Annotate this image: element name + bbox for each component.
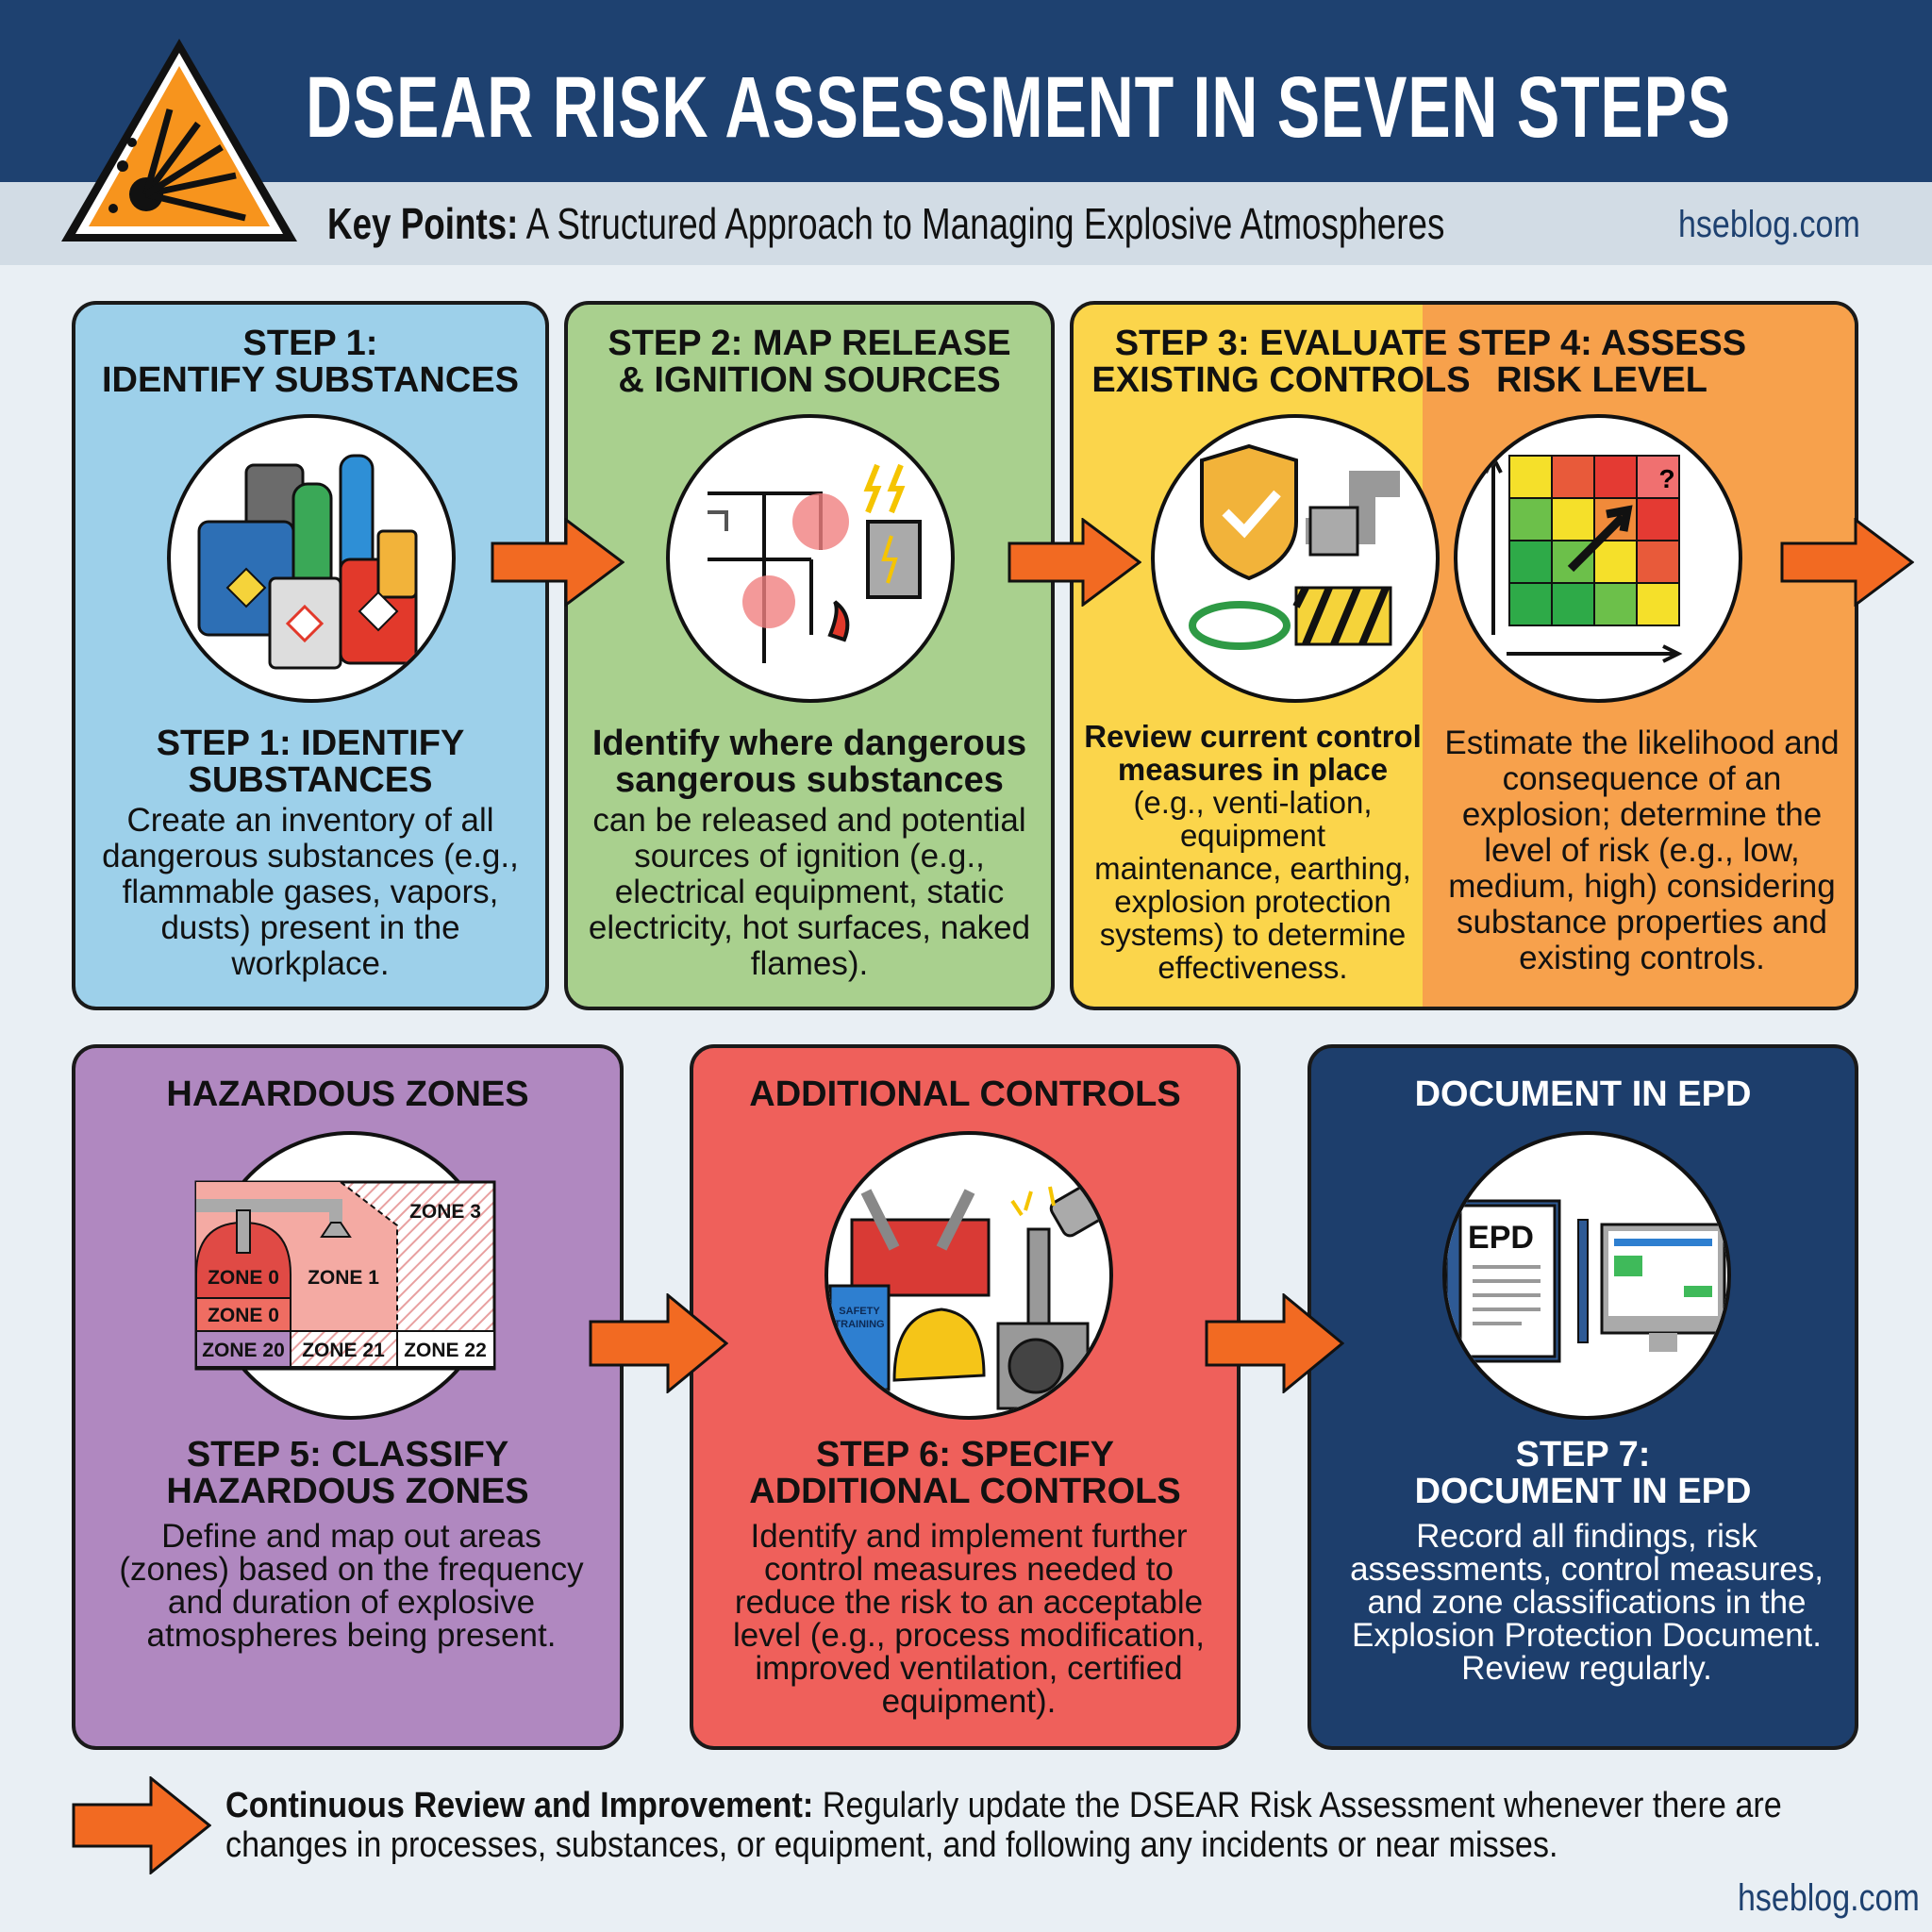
book-label: SAFETY [839, 1306, 880, 1317]
risk-cell [1508, 455, 1553, 499]
key-points-label: Key Points: [327, 199, 519, 248]
step-1-card: STEP 1:IDENTIFY SUBSTANCES STEP 1: IDENT… [72, 301, 549, 1010]
trend-arrow-icon [1567, 505, 1633, 573]
floor-plan-ignition-icon [666, 414, 955, 703]
risk-matrix: ? [1484, 453, 1683, 663]
step-5-description: Define and map out areas (zones) based o… [119, 1518, 584, 1654]
step-4-description: Estimate the likelihood and consequence … [1444, 724, 1840, 976]
brand-link[interactable]: hseblog.com [1678, 204, 1860, 245]
footer-brand-link[interactable]: hseblog.com [1738, 1877, 1920, 1919]
subtitle: Key Points: A Structured Approach to Man… [327, 198, 1444, 249]
risk-matrix-icon: ? [1454, 414, 1742, 703]
step-6-description: Identify and implement further control m… [733, 1518, 1205, 1720]
step-5-title: HAZARDOUS ZONES [166, 1074, 529, 1114]
step-6-card: ADDITIONAL CONTROLS SAFETY TRAINING STEP… [690, 1044, 1241, 1750]
risk-cell [1636, 540, 1680, 584]
matrix-question-mark: ? [1658, 464, 1674, 493]
step-7-description: Record all findings, risk assessments, c… [1350, 1518, 1824, 1687]
arrow-right-icon [1205, 1293, 1344, 1393]
zone-label: ZONE 0 [208, 1267, 279, 1289]
zone-label: ZONE 20 [202, 1340, 285, 1361]
arrow-right-icon [491, 518, 625, 607]
explosive-warning-icon [61, 39, 297, 242]
step-1-heading: STEP 1: IDENTIFY SUBSTANCES [156, 724, 465, 800]
step-2-heading: Identify where dangerous sangerous subst… [591, 724, 1027, 800]
step-1-description: Create an inventory of all dangerous sub… [102, 802, 519, 982]
risk-cell [1636, 497, 1680, 541]
header-bar [0, 0, 1932, 182]
arrow-right-icon [72, 1776, 211, 1874]
step-3-description: Review current control measures in place… [1083, 720, 1423, 984]
additional-controls-icon: SAFETY TRAINING [824, 1131, 1113, 1420]
arrow-right-icon [1008, 518, 1141, 607]
risk-cell [1508, 582, 1553, 626]
subtitle-text: A Structured Approach to Managing Explos… [518, 199, 1445, 248]
risk-cell [1593, 582, 1638, 626]
risk-cell [1593, 540, 1638, 584]
chemical-containers-icon [167, 414, 456, 703]
subtitle-band [0, 182, 1932, 265]
document-epd-icon: EPD [1442, 1131, 1731, 1420]
step-3-text: (e.g., venti-lation, equipment maintenan… [1094, 785, 1411, 985]
risk-cell [1508, 540, 1553, 584]
zone-label: ZONE 0 [208, 1305, 279, 1326]
step-2-card: STEP 2: MAP RELEASE& IGNITION SOURCES Id… [564, 301, 1055, 1010]
page-title: DSEAR RISK ASSESSMENT IN SEVEN STEPS [306, 59, 1731, 156]
footer-bold: Continuous Review and Improvement: [225, 1786, 814, 1825]
step-7-heading: STEP 7:DOCUMENT IN EPD [1414, 1435, 1752, 1511]
step-6-title: ADDITIONAL CONTROLS [749, 1074, 1181, 1114]
step-2-description: can be released and potential sources of… [588, 802, 1031, 982]
step-5-card: HAZARDOUS ZONES ZONE 0 ZONE 1 ZONE 3 ZON… [72, 1044, 624, 1750]
step-1-title: STEP 1:IDENTIFY SUBSTANCES [102, 324, 519, 400]
zone-label: ZONE 3 [409, 1201, 481, 1223]
risk-cell [1551, 497, 1595, 541]
risk-cell [1551, 582, 1595, 626]
zone-label: ZONE 22 [404, 1340, 487, 1361]
zone-label: ZONE 21 [302, 1340, 385, 1361]
epd-doc-label: EPD [1468, 1220, 1534, 1256]
footer-note: Continuous Review and Improvement: Regul… [225, 1786, 1839, 1865]
risk-cell [1551, 455, 1595, 499]
book-label: TRAINING [834, 1319, 884, 1330]
step-7-card: DOCUMENT IN EPD EPD STEP 7:DOCUMENT IN E… [1307, 1044, 1858, 1750]
zone-label: ZONE 1 [308, 1267, 379, 1289]
step-7-title: DOCUMENT IN EPD [1414, 1074, 1752, 1114]
risk-cell [1636, 582, 1680, 626]
risk-cell [1508, 497, 1553, 541]
arrow-right-icon [589, 1293, 728, 1393]
step-3-bold-text: Review current control measures in place [1084, 719, 1422, 787]
hazardous-zone-diagram: ZONE 0 ZONE 1 ZONE 3 ZONE 0 ZONE 20 ZONE… [194, 1180, 496, 1371]
footer-text: Regularly update the DSEAR Risk Assessme… [225, 1786, 1782, 1865]
arrow-right-icon [1780, 518, 1914, 607]
risk-cell [1593, 455, 1638, 499]
step-2-title: STEP 2: MAP RELEASE& IGNITION SOURCES [608, 324, 1011, 400]
shield-ventilation-icon [1151, 414, 1440, 703]
